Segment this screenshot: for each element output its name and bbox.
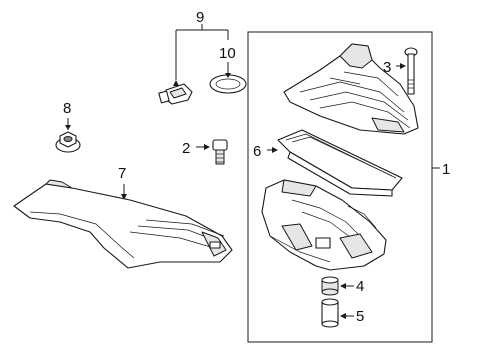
bracket-9 — [175, 24, 229, 80]
callout-2: 2 — [182, 140, 190, 157]
callout-7: 7 — [118, 165, 126, 182]
mass-airflow-sensor — [158, 80, 193, 105]
callout-4: 4 — [356, 278, 364, 295]
callout-8: 8 — [63, 100, 71, 117]
air-filter-element — [272, 129, 403, 197]
air-cleaner-housing — [261, 179, 387, 271]
flange-nut — [55, 125, 81, 153]
air-cleaner-cover — [283, 43, 419, 135]
assembly-box — [247, 31, 433, 343]
o-ring-seal — [209, 73, 247, 94]
callout-9: 9 — [196, 9, 204, 26]
air-inlet-duct — [13, 179, 233, 269]
callout-5: 5 — [356, 308, 364, 325]
bolt-2 — [204, 139, 228, 165]
callout-1: 1 — [442, 161, 450, 178]
bolt-3 — [400, 47, 418, 95]
grommet — [321, 276, 346, 296]
callout-6: 6 — [253, 143, 261, 160]
callout-3: 3 — [383, 59, 391, 76]
callout-10: 10 — [219, 45, 236, 62]
insulator — [321, 298, 346, 328]
